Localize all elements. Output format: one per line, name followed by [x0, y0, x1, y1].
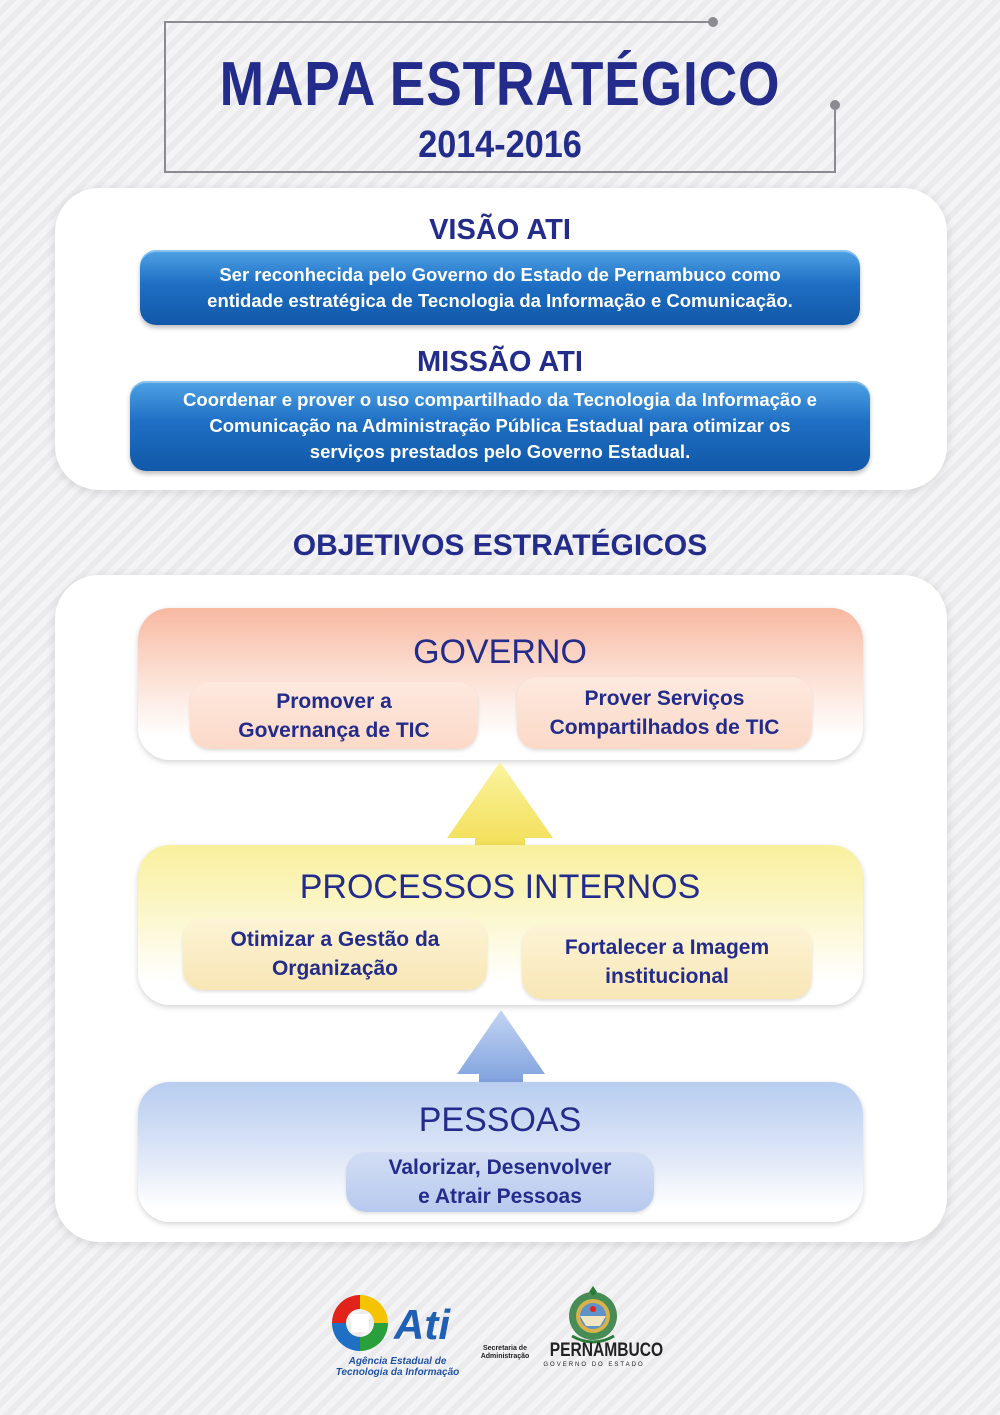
objective-line: Promover a — [276, 689, 392, 713]
ati-logo: Ati — [332, 1295, 451, 1351]
objective-fortalecer-imagem: Fortalecer a Imagem institucional — [522, 925, 812, 999]
objective-otimizar-gestao: Otimizar a Gestão da Organização — [183, 918, 487, 990]
objective-line: Fortalecer a Imagem — [564, 936, 770, 959]
secretaria-line: Secretaria de — [483, 1345, 527, 1352]
missao-line: Comunicação na Administração Pública Est… — [209, 415, 791, 436]
objective-line: Prover Serviços — [584, 687, 745, 710]
objective-prover-servicos: Prover Serviços Compartilhados de TIC — [517, 677, 812, 749]
visao-statement: Ser reconhecida pelo Governo do Estado d… — [140, 250, 860, 325]
header-frame — [164, 17, 840, 173]
page-years: 2014-2016 — [418, 124, 582, 166]
visao-line: entidade estratégica de Tecnologia da In… — [207, 289, 793, 311]
ati-caption-line: Agência Estadual de — [348, 1356, 447, 1367]
missao-statement: Coordenar e prover o uso compartilhado d… — [130, 381, 870, 471]
ati-caption-line: Tecnologia da Informação — [335, 1367, 460, 1378]
pernambuco-crest-icon — [569, 1286, 617, 1344]
ati-logo-text: Ati — [393, 1301, 451, 1348]
objective-line: Organização — [271, 957, 399, 980]
objective-line: Valorizar, Desenvolver — [388, 1156, 612, 1179]
arrow-up-icon — [447, 762, 553, 850]
objective-line: institucional — [605, 965, 729, 988]
page-title: MAPA ESTRATÉGICO — [219, 50, 781, 119]
secretaria-label: Secretaria de Administração — [474, 1345, 536, 1361]
objective-line: e Atrair Pessoas — [418, 1185, 582, 1208]
objective-valorizar-pessoas: Valorizar, Desenvolver e Atrair Pessoas — [346, 1152, 654, 1212]
pernambuco-name: PERNAMBUCO — [549, 1340, 664, 1361]
pernambuco-subtitle: GOVERNO DO ESTADO — [543, 1362, 645, 1368]
level-pessoas-title: PESSOAS — [418, 1101, 582, 1139]
secretaria-line: Administração — [480, 1353, 530, 1360]
objective-line: Otimizar a Gestão da — [230, 928, 440, 951]
objetivos-title: OBJETIVOS ESTRATÉGICOS — [292, 529, 708, 562]
missao-line: serviços prestados pelo Governo Estadual… — [309, 441, 691, 462]
missao-title: MISSÃO ATI — [417, 346, 583, 378]
visao-line: Ser reconhecida pelo Governo do Estado d… — [219, 263, 781, 285]
objective-line: Compartilhados de TIC — [549, 716, 780, 739]
level-governo-title: GOVERNO — [413, 633, 587, 671]
objective-line: Governança de TIC — [238, 718, 430, 742]
missao-line: Coordenar e prover o uso compartilhado d… — [183, 389, 817, 410]
visao-title: VISÃO ATI — [429, 214, 571, 246]
arrow-up-icon — [457, 1010, 545, 1086]
level-processos-title: PROCESSOS INTERNOS — [299, 868, 701, 906]
objective-promover-governanca: Promover a Governança de TIC — [190, 682, 478, 749]
